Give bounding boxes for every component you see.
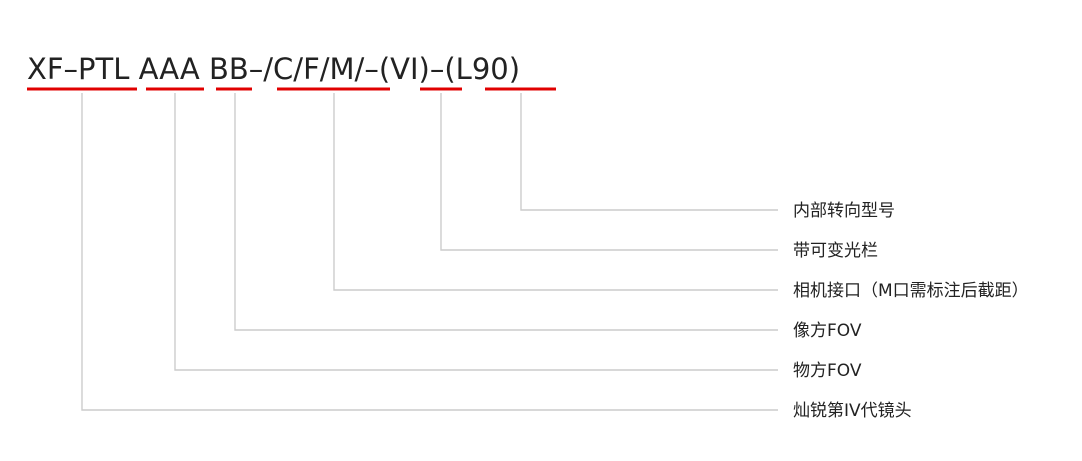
code-segment-bb: BB [209, 52, 249, 86]
leader-vi [440, 93, 778, 251]
leader-aaa [174, 93, 778, 371]
leader-mount [333, 93, 778, 291]
leader-bb [234, 93, 778, 331]
code-segment-vi: (VI) [379, 52, 430, 86]
label-object-fov: 物方FOV [793, 361, 862, 381]
code-segment-xfptl: XF–PTL [27, 52, 129, 86]
leader-l90 [520, 93, 778, 211]
code-segment-l90: (L90) [444, 52, 520, 86]
code-segment-aaa: AAA [139, 52, 200, 86]
label-generation: 灿锐第IV代镜头 [793, 401, 912, 421]
label-camera-mount: 相机接口（M口需标注后截距） [793, 281, 1029, 301]
label-image-fov: 像方FOV [793, 321, 862, 341]
model-code: XF–PTL AAA BB–/C/F/M/–(VI)–(L90) [27, 52, 520, 86]
code-segment-space [200, 52, 209, 86]
label-internal-turn: 内部转向型号 [793, 201, 895, 221]
code-segment-mount: /C/F/M/ [263, 52, 364, 86]
label-aperture: 带可变光栏 [793, 241, 878, 261]
leader-xfptl [81, 93, 778, 411]
code-segment-dash: – [364, 52, 379, 86]
code-segment-dash: – [249, 52, 264, 86]
code-segment-space [129, 52, 138, 86]
code-segment-dash: – [430, 52, 445, 86]
